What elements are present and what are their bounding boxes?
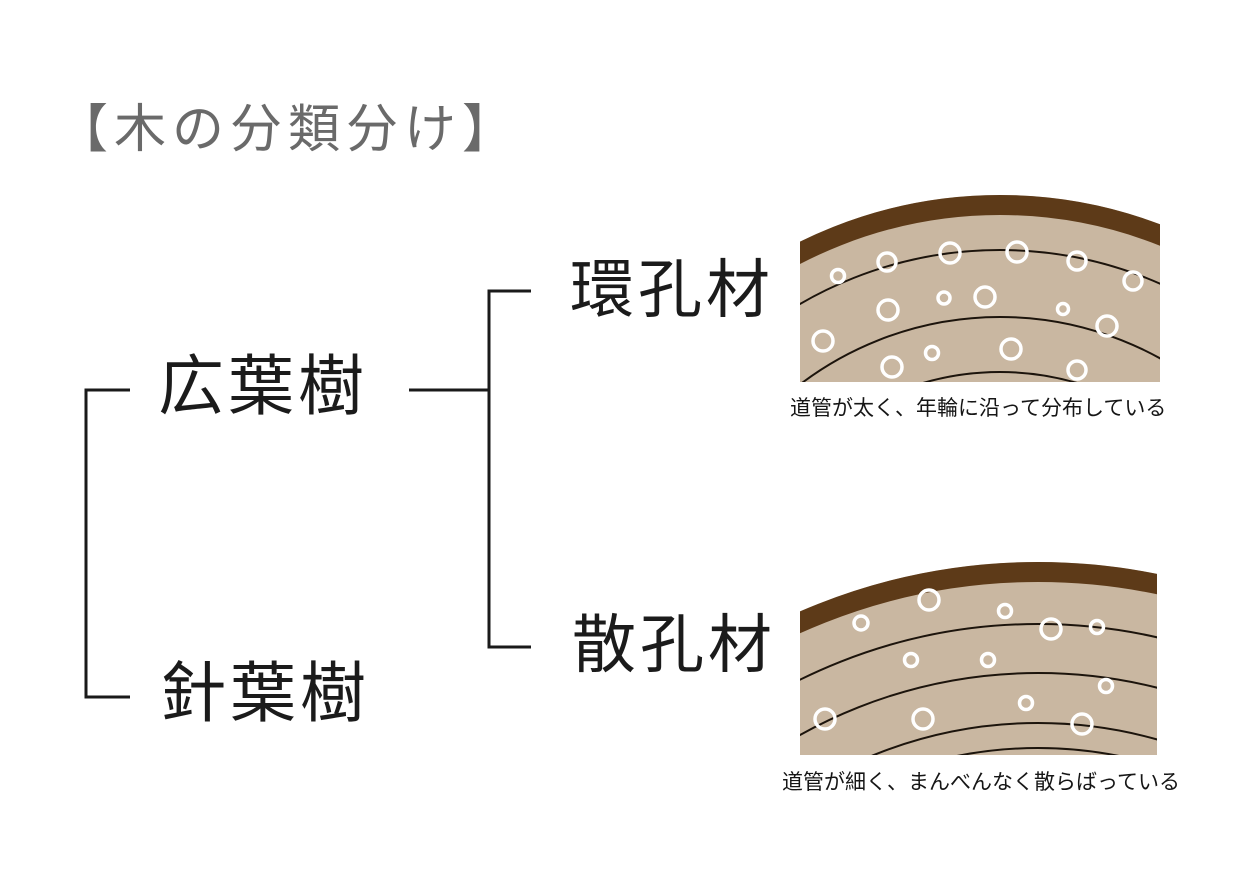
caption-ring-porous: 道管が太く、年輪に沿って分布している	[790, 397, 1167, 420]
vessel-pore	[1070, 712, 1094, 736]
vessel-pore	[1095, 314, 1119, 338]
tree-node-diffuse-porous: 散孔材	[572, 609, 776, 681]
tree-node-broadleaf: 広葉樹	[158, 349, 368, 423]
vessel-pore	[813, 707, 837, 731]
annual-ring	[800, 249, 1160, 306]
annual-ring	[923, 371, 1077, 382]
vessel-pore	[902, 651, 920, 669]
vessel-pore	[1088, 618, 1106, 636]
annual-ring	[871, 722, 1157, 755]
page-title: 【木の分類分け】	[56, 101, 521, 159]
ring-porous-illustration	[800, 195, 1160, 382]
annual-ring	[801, 316, 1160, 382]
vessel-pore	[936, 290, 952, 306]
vessel-pore	[1055, 301, 1071, 317]
wood-body	[800, 562, 1157, 755]
tree-node-ring-porous: 環孔材	[570, 254, 774, 326]
annual-ring	[800, 623, 1157, 681]
vessel-pore	[876, 298, 900, 322]
vessel-pore	[1005, 240, 1029, 264]
vessel-pore	[973, 285, 997, 309]
vessel-pore	[876, 251, 898, 273]
vessel-pore	[811, 329, 835, 353]
vessel-pore	[938, 241, 962, 265]
bark	[800, 562, 1157, 634]
vessel-pore	[880, 355, 904, 379]
vessel-pore	[852, 614, 870, 632]
vessel-pore	[1017, 694, 1035, 712]
right-bracket-line	[487, 289, 531, 649]
vessel-pore	[999, 337, 1023, 361]
vessel-pore	[1066, 359, 1088, 381]
vessel-pore	[1039, 617, 1063, 641]
vessel-pore	[1097, 677, 1115, 695]
caption-diffuse-porous: 道管が細く、まんべんなく散らばっている	[782, 771, 1180, 794]
vessel-pore	[923, 344, 941, 362]
annual-ring	[800, 672, 1157, 737]
vessel-pore	[1066, 250, 1088, 272]
wood-cross-section-diffuse-porous	[800, 560, 1157, 755]
left-bracket-line	[84, 388, 130, 699]
annual-ring	[957, 747, 1119, 755]
vessel-pore	[829, 267, 847, 285]
bark	[800, 195, 1160, 265]
diffuse-porous-illustration	[800, 562, 1157, 755]
vessel-pore	[917, 588, 941, 612]
tree-node-conifer: 針葉樹	[160, 656, 370, 730]
vessel-pore	[979, 651, 997, 669]
vessel-pore	[996, 602, 1014, 620]
vessel-pore	[1122, 270, 1144, 292]
vessel-pore	[911, 707, 935, 731]
wood-cross-section-ring-porous	[800, 192, 1160, 382]
